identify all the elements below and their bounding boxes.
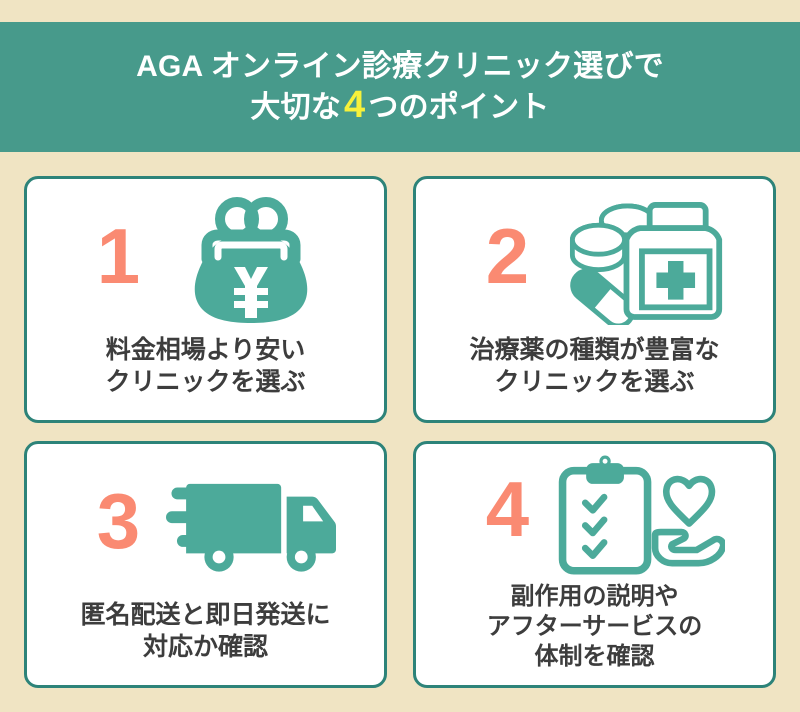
card-1-caption-line-2: クリニックを選ぶ [105,367,306,396]
card-2-caption-line-2: クリニックを選ぶ [494,367,695,396]
delivery-truck-icon [165,460,336,590]
card-3-header-row: 3 [37,450,374,600]
card-4-caption-line-3: 体制を確認 [534,643,655,671]
coin-purse-yen-icon [166,195,336,325]
card-4-number: 4 [485,465,530,553]
header-title-line-1: AGA オンライン診療クリニック選びで [136,49,664,83]
card-2-caption: 治療薬の種類が豊富な クリニックを選ぶ [426,335,763,410]
header-banner: AGA オンライン診療クリニック選びで 大切な 4 つのポイント [0,22,800,152]
point-card-1: 1 [24,176,387,423]
card-2-caption-line-1: 治療薬の種類が豊富な [469,336,720,364]
medicine-pills-bottle-icon [555,195,725,325]
points-card-grid: 1 [24,176,776,688]
card-2-number: 2 [485,212,530,300]
point-card-3: 3 [24,441,387,688]
card-3-caption: 匿名配送と即日発送に 対応か確認 [37,600,374,675]
card-1-number: 1 [96,212,141,300]
header-title-suffix: つのポイント [368,91,550,124]
card-4-caption-line-2: アフターサービスの [486,613,703,641]
card-1-caption-line-1: 料金相場より安い [105,336,306,364]
card-3-number: 3 [96,477,141,565]
card-4-caption: 副作用の説明や アフターサービスの 体制を確認 [426,582,763,675]
card-1-caption: 料金相場より安い クリニックを選ぶ [37,335,374,410]
card-4-header-row: 4 [426,450,763,582]
header-title-prefix: 大切な [250,91,342,124]
card-2-header-row: 2 [426,185,763,335]
point-card-4: 4 [413,441,776,688]
point-card-2: 2 [413,176,776,423]
header-title-line-2: 大切な 4 つのポイント [250,86,549,125]
card-3-caption-line-1: 匿名配送と即日発送に [80,601,331,629]
card-4-caption-line-1: 副作用の説明や [510,583,679,610]
clipboard-checklist-heart-hand-icon [555,451,725,581]
header-point-count: 4 [344,84,366,126]
card-3-caption-line-2: 対応か確認 [142,632,268,661]
card-1-header-row: 1 [37,185,374,335]
